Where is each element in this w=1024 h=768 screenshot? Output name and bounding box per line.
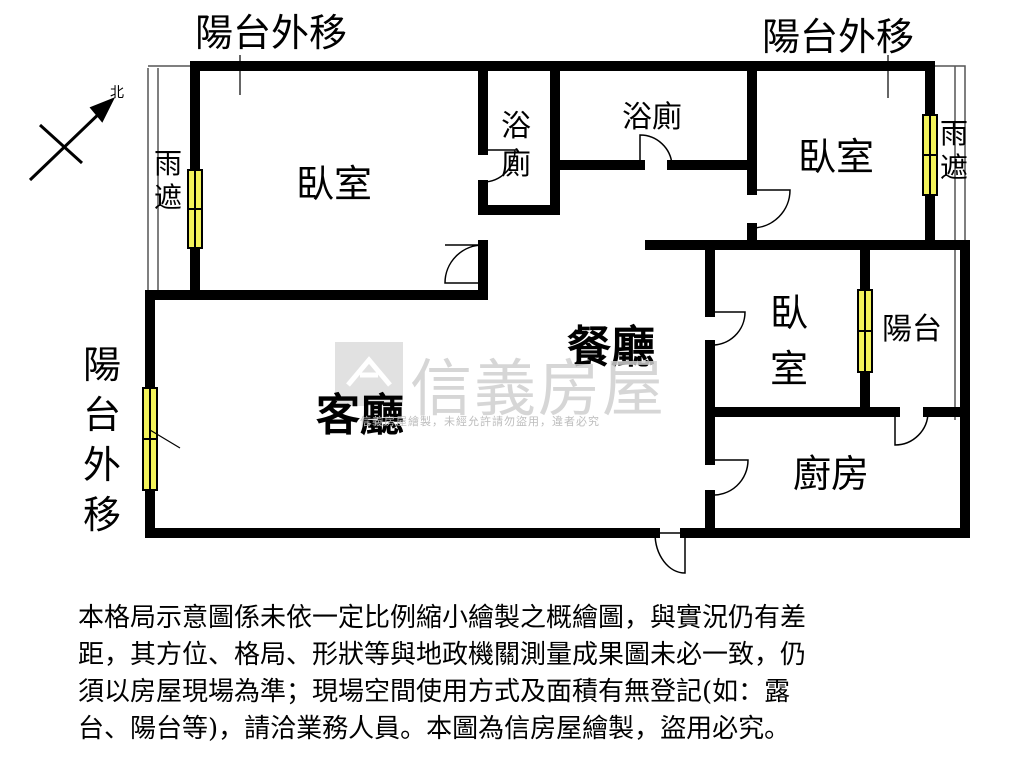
label-bath-2: 浴廁 xyxy=(622,100,682,135)
doors xyxy=(444,134,929,574)
label-bedroom-3: 臥室 xyxy=(770,291,809,391)
label-kitchen: 廚房 xyxy=(793,452,870,496)
label-balcony-out-right-top: 陽台外移 xyxy=(762,15,915,59)
label-balcony: 陽台 xyxy=(882,312,942,347)
label-bedroom-1: 臥室 xyxy=(296,162,373,206)
label-living: 客廳 xyxy=(316,390,404,441)
pointer-lines xyxy=(149,55,889,449)
watermark-brand: 信義房屋 xyxy=(410,352,667,425)
north-arrow-icon xyxy=(28,97,116,182)
watermark-notice: 信義房屋繪製，未經允許請勿盜用，違者必究 xyxy=(360,415,600,428)
label-bath-1: 浴廁 xyxy=(501,109,531,182)
label-rain-shelter-left: 雨遮 xyxy=(154,147,183,214)
label-rain-shelter-right: 雨遮 xyxy=(940,117,969,184)
label-dining: 餐廳 xyxy=(567,322,655,373)
label-balcony-out-left: 陽台外移 xyxy=(80,340,124,540)
label-balcony-out-left-top: 陽台外移 xyxy=(195,11,348,55)
windows xyxy=(142,114,938,491)
label-balcony-out-left-text: 陽台外移 xyxy=(82,343,121,537)
disclaimer-text: 本格局示意圖係未依一定比例縮小繪製之概繪圖，與實況仍有差 距，其方位、格局、形狀… xyxy=(78,603,807,744)
watermark-logo xyxy=(335,342,403,406)
label-bedroom-2: 臥室 xyxy=(798,135,875,179)
walls xyxy=(145,61,970,538)
north-label: 北 xyxy=(110,85,124,101)
